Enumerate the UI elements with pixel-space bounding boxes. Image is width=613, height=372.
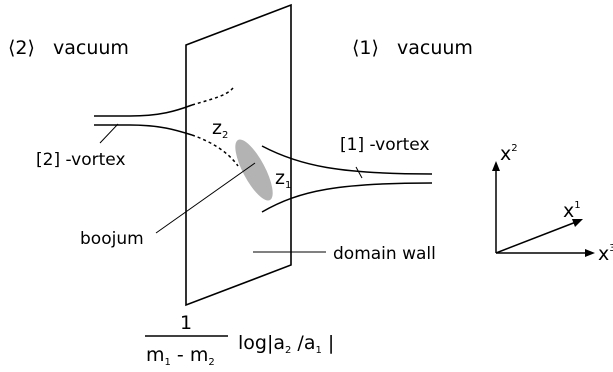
left-vortex-lower-hidden — [191, 134, 239, 167]
left-vortex-upper-edge — [94, 104, 193, 117]
right-vacuum-bracket: ⟨1⟩ — [352, 37, 379, 59]
axis-x1-label: x1 — [563, 200, 581, 222]
leader-left-vortex — [99, 123, 119, 144]
left-vortex-upper-hidden — [191, 87, 234, 106]
left-vacuum-bracket: ⟨2⟩ — [8, 37, 35, 59]
axis-x1-arrowhead — [572, 219, 583, 227]
domain-wall-plane — [185, 3, 292, 307]
left-vacuum-word: vacuum — [53, 37, 129, 59]
formula-numerator: 1 — [180, 312, 192, 334]
axis-x1 — [495, 221, 577, 254]
left-vortex-label: [2] -vortex — [36, 150, 126, 170]
formula-denominator: m1 - m2 — [146, 344, 215, 368]
right-vortex-lower-edge — [261, 182, 433, 213]
right-vortex-upper-edge — [261, 145, 433, 175]
boojum-region — [235, 139, 273, 201]
left-vortex-lower-edge — [94, 124, 193, 136]
formula-log-term: log|a2 /a1 | — [238, 332, 334, 356]
leader-right-vortex — [355, 166, 363, 179]
right-vacuum-word: vacuum — [397, 37, 473, 59]
domain-wall-label: domain wall — [333, 244, 436, 264]
axis-x3-arrowhead — [585, 249, 595, 257]
axis-x2-label: x2 — [500, 143, 518, 165]
axis-x2-arrowhead — [492, 161, 500, 171]
z2-label: z2 — [212, 117, 228, 141]
z1-label: z1 — [275, 167, 291, 191]
leader-boojum — [155, 162, 256, 234]
right-vortex-label: [1] -vortex — [340, 135, 430, 155]
axis-x3-label: x3 — [598, 243, 613, 265]
boojum-label: boojum — [80, 229, 144, 249]
